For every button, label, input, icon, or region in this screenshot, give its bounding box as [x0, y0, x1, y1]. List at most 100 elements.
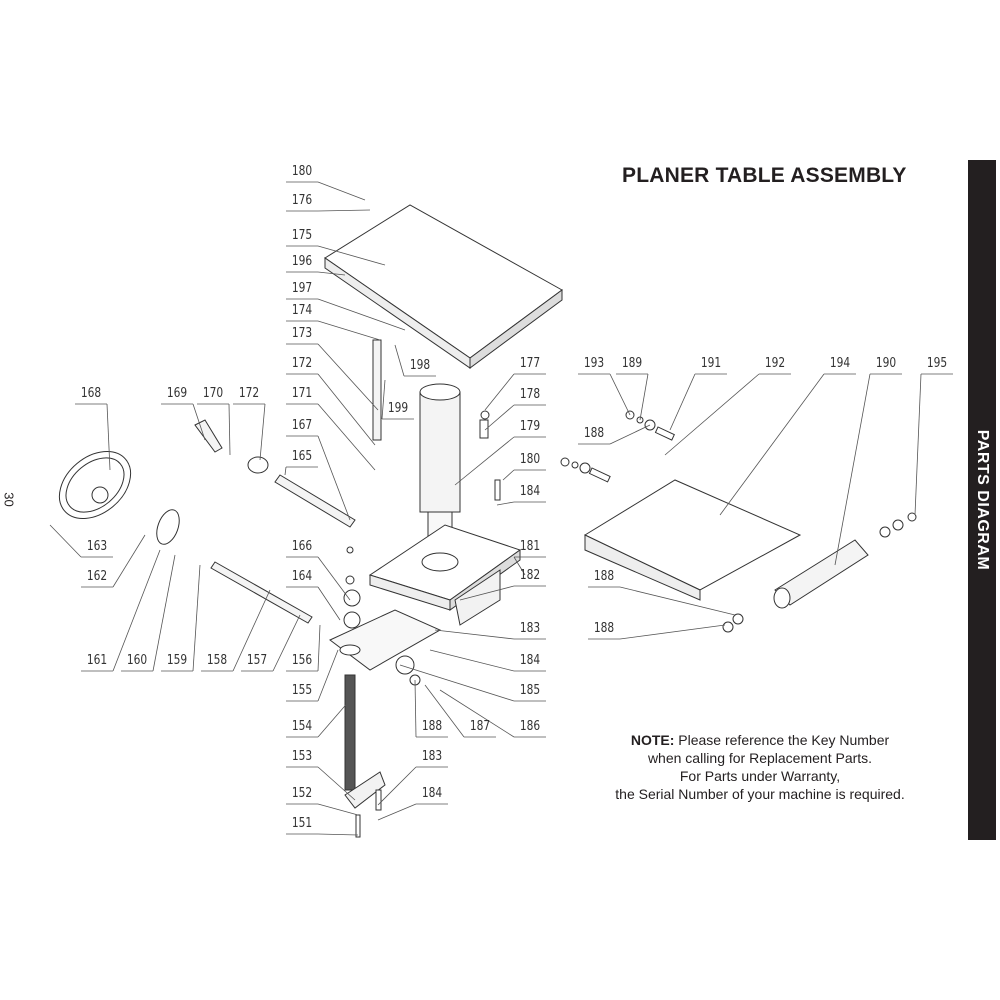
callout-key-number: 198: [409, 358, 431, 373]
callout-leader-line: [619, 624, 726, 640]
callout-key-number: 195: [926, 356, 948, 371]
callout-leader-line: [317, 209, 371, 212]
callout-leader-line: [434, 629, 515, 640]
callout-key-number: 164: [291, 569, 313, 584]
callout-key-number: 151: [291, 816, 313, 831]
callout-leader-line: [317, 766, 356, 801]
callout-leader-line: [317, 624, 321, 672]
callout-key-number: 172: [291, 356, 313, 371]
callout-leader-line: [484, 373, 515, 411]
callout-key-number: 193: [583, 356, 605, 371]
callout-leader-line: [496, 501, 515, 506]
callout-key-number: 188: [421, 719, 443, 734]
callout-leader-line: [317, 245, 386, 266]
callout-leader-line: [454, 436, 515, 486]
callout-key-number: 183: [421, 749, 443, 764]
callout-key-number: 158: [206, 653, 228, 668]
callout-key-number: 172: [238, 386, 260, 401]
callout-key-number: 157: [246, 653, 268, 668]
note-label: NOTE:: [630, 732, 675, 748]
page-number: 30: [1, 492, 17, 507]
callout-key-number: 153: [291, 749, 313, 764]
callout-leader-line: [394, 344, 405, 377]
callout-leader-line: [317, 373, 376, 446]
callout-leader-line: [484, 404, 515, 431]
callout-key-number: 180: [519, 452, 541, 467]
callout-leader-line: [317, 556, 351, 601]
note-line-2: when calling for Replacement Parts.: [647, 750, 873, 766]
callout-leader-line: [619, 586, 736, 616]
lead-screw-part: [344, 674, 356, 791]
callout-key-number: 188: [593, 569, 615, 584]
callout-key-number: 178: [519, 387, 541, 402]
callout-leader-line: [414, 679, 417, 738]
callout-leader-line: [317, 320, 381, 341]
callout-leader-line: [381, 379, 386, 420]
callout-leader-line: [49, 524, 82, 558]
callout-key-number: 185: [519, 683, 541, 698]
callout-key-number: 177: [519, 356, 541, 371]
callout-leader-line: [317, 343, 379, 411]
callout-key-number: 170: [202, 386, 224, 401]
callout-key-number: 166: [291, 539, 313, 554]
roller-table-part: [583, 479, 802, 591]
page-title: PLANER TABLE ASSEMBLY: [622, 164, 907, 187]
callout-key-number: 154: [291, 719, 313, 734]
callout-leader-line: [377, 803, 417, 821]
callout-leader-line: [317, 649, 339, 702]
shaft-158-part: [210, 561, 313, 624]
callout-key-number: 162: [86, 569, 108, 584]
column-part: [419, 391, 461, 513]
callout-key-number: 191: [700, 356, 722, 371]
callout-leader-line: [317, 298, 406, 331]
callout-key-number: 184: [421, 786, 443, 801]
callout-key-number: 188: [583, 426, 605, 441]
callout-leader-line: [664, 373, 760, 456]
callout-leader-line: [317, 833, 359, 836]
callout-leader-line: [424, 684, 465, 738]
callout-key-number: 173: [291, 326, 313, 341]
callout-leader-line: [284, 466, 287, 476]
callout-leader-line: [399, 664, 515, 702]
callout-leader-line: [317, 699, 351, 738]
callout-leader-line: [272, 614, 301, 672]
callout-key-number: 187: [469, 719, 491, 734]
callout-leader-line: [429, 649, 515, 672]
callout-key-number: 180: [291, 164, 313, 179]
note-line-4: the Serial Number of your machine is req…: [615, 786, 905, 802]
callout-leader-line: [106, 403, 111, 471]
callout-leader-line: [192, 564, 201, 672]
callout-key-number: 176: [291, 193, 313, 208]
callout-leader-line: [719, 373, 825, 516]
callout-leader-line: [152, 554, 176, 672]
callout-leader-line: [317, 181, 366, 201]
callout-leader-line: [259, 403, 266, 461]
planer-table-part: [324, 204, 563, 359]
section-tab: PARTS DIAGRAM: [968, 160, 996, 840]
callout-key-number: 169: [166, 386, 188, 401]
callout-leader-line: [377, 766, 417, 806]
callout-leader-line: [502, 469, 515, 481]
section-tab-label: PARTS DIAGRAM: [974, 429, 991, 571]
callout-leader-line: [834, 373, 871, 566]
callout-key-number: 179: [519, 419, 541, 434]
note-line-3: For Parts under Warranty,: [679, 768, 841, 784]
callout-key-number: 196: [291, 254, 313, 269]
callout-key-number: 194: [829, 356, 851, 371]
callout-key-number: 199: [387, 401, 409, 416]
callout-leader-line: [317, 435, 351, 521]
shaft-167-part: [274, 474, 356, 528]
callout-leader-line: [192, 403, 206, 441]
callout-leader-line: [609, 373, 631, 416]
callout-leader-line: [513, 556, 526, 576]
callout-leader-line: [439, 689, 515, 738]
callout-leader-line: [459, 585, 515, 601]
callout-key-number: 165: [291, 449, 313, 464]
callout-key-number: 160: [126, 653, 148, 668]
callout-key-number: 155: [291, 683, 313, 698]
callout-key-number: 192: [764, 356, 786, 371]
callout-key-number: 190: [875, 356, 897, 371]
callout-key-number: 188: [593, 621, 615, 636]
callout-leader-line: [317, 271, 346, 276]
callout-key-number: 152: [291, 786, 313, 801]
